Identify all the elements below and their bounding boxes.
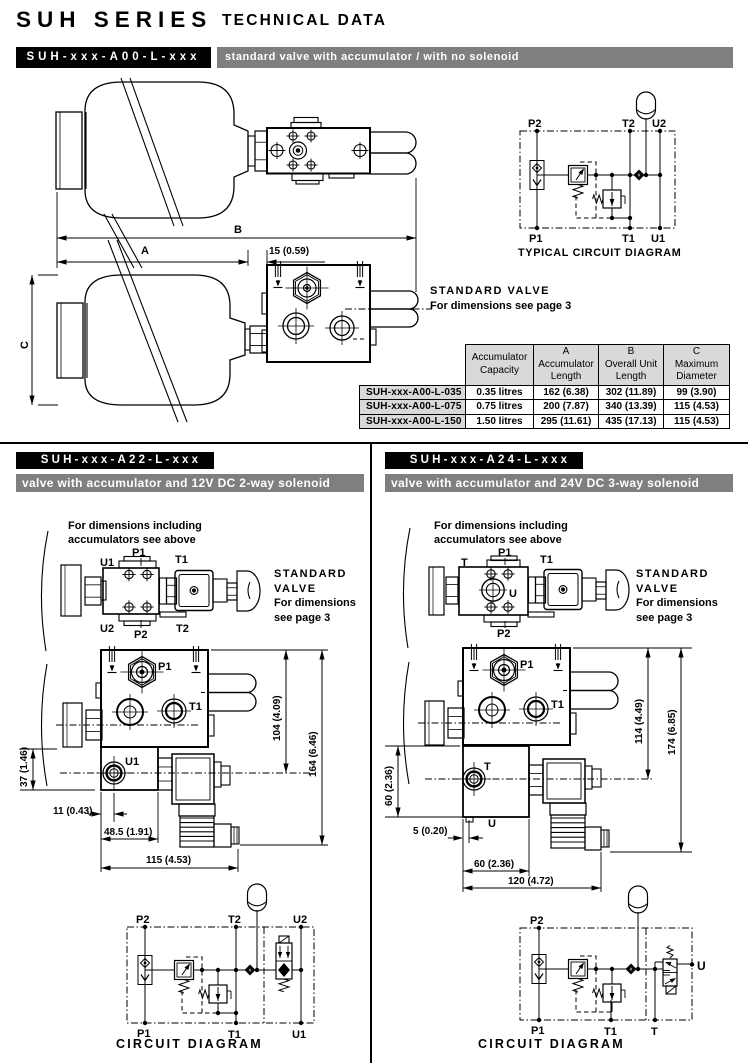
svg-text:48.5 (1.91): 48.5 (1.91) [104,827,152,838]
svg-text:11 (0.43): 11 (0.43) [53,806,92,817]
svg-text:115 (4.53): 115 (4.53) [146,855,191,866]
svg-text:P2: P2 [528,118,541,130]
svg-text:T1: T1 [189,701,202,713]
svg-text:T: T [461,557,468,569]
svg-text:174 (6.85): 174 (6.85) [667,709,678,755]
svg-text:P1: P1 [137,1028,150,1040]
svg-text:B: B [234,224,242,236]
svg-text:15 (0.59): 15 (0.59) [269,246,309,257]
svg-text:P1: P1 [132,547,145,559]
svg-text:U1: U1 [651,233,665,245]
svg-text:U2: U2 [100,623,114,635]
svg-text:U1: U1 [125,756,139,768]
svg-text:U1: U1 [100,557,114,569]
svg-text:P1: P1 [498,547,511,559]
svg-text:60 (2.36): 60 (2.36) [384,766,395,806]
svg-text:P2: P2 [497,628,510,640]
svg-text:CIRCUIT DIAGRAM: CIRCUIT DIAGRAM [116,1037,263,1051]
svg-text:P2: P2 [136,914,149,926]
svg-text:C: C [19,341,31,349]
svg-text:P1: P1 [158,661,171,673]
svg-text:TYPICAL CIRCUIT DIAGRAM: TYPICAL CIRCUIT DIAGRAM [518,247,681,259]
svg-text:T: T [651,1026,658,1038]
svg-text:U: U [509,588,517,600]
svg-text:P1: P1 [529,233,542,245]
svg-text:U: U [697,959,706,973]
svg-text:T1: T1 [540,554,553,566]
svg-text:T2: T2 [622,118,635,130]
svg-text:164 (6.46): 164 (6.46) [308,731,319,777]
svg-text:U1: U1 [292,1029,306,1041]
svg-text:CIRCUIT DIAGRAM: CIRCUIT DIAGRAM [478,1037,625,1051]
svg-text:104 (4.09): 104 (4.09) [272,695,283,741]
svg-text:T1: T1 [622,233,635,245]
svg-text:A: A [141,245,149,257]
svg-text:U2: U2 [293,914,307,926]
svg-text:T: T [484,761,491,773]
svg-text:T1: T1 [175,554,188,566]
svg-text:T1: T1 [228,1029,241,1041]
svg-text:P2: P2 [134,629,147,641]
svg-text:U2: U2 [652,118,666,130]
svg-text:P2: P2 [530,915,543,927]
svg-text:T2: T2 [228,914,241,926]
svg-text:5 (0.20): 5 (0.20) [413,826,447,837]
svg-text:114 (4.49): 114 (4.49) [634,699,645,744]
svg-text:60 (2.36): 60 (2.36) [474,859,514,870]
svg-text:120 (4.72): 120 (4.72) [508,876,554,887]
svg-text:37 (1.46): 37 (1.46) [19,747,30,787]
svg-text:U: U [488,818,496,830]
svg-text:T1: T1 [551,699,564,711]
svg-text:P1: P1 [520,659,533,671]
svg-text:T2: T2 [176,623,189,635]
svg-text:P1: P1 [531,1025,544,1037]
svg-text:T1: T1 [604,1026,617,1038]
